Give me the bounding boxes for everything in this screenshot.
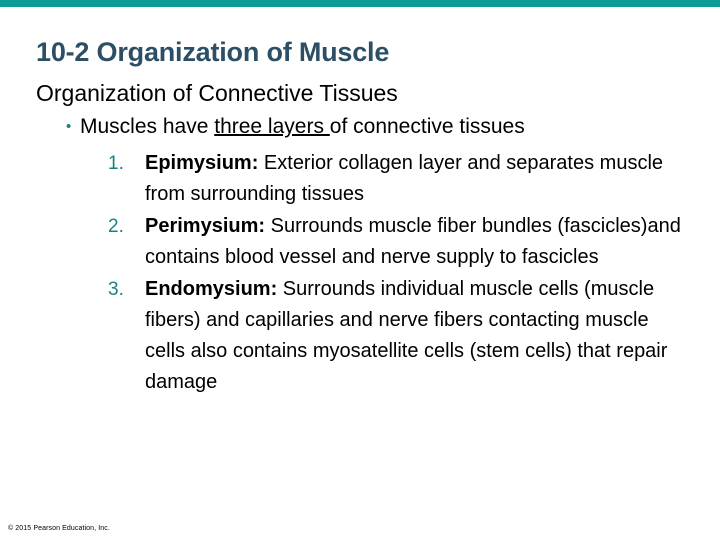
numbered-list: 1. Epimysium: Exterior collagen layer an…	[0, 148, 720, 398]
list-item-number: 1.	[108, 153, 124, 175]
list-item: 2. Perimysium: Surrounds muscle fiber bu…	[108, 211, 720, 273]
bullet-text-trailing: of connective tissues	[329, 115, 525, 139]
slide-accent-band	[0, 0, 720, 7]
list-item-text: Endomysium: Surrounds individual muscle …	[145, 274, 693, 398]
list-item-number: 3.	[108, 279, 124, 301]
list-item-number: 2.	[108, 216, 124, 238]
bullet-text-leading: Muscles have	[80, 115, 215, 139]
list-item: 3. Endomysium: Surrounds individual musc…	[108, 274, 720, 398]
bullet-item-text: Muscles have three layers of connective …	[80, 112, 525, 142]
list-item-text: Epimysium: Exterior collagen layer and s…	[145, 148, 693, 210]
bullet-text-emphasis: three layers	[214, 115, 330, 139]
bullet-dot-icon: •	[66, 118, 72, 136]
section-subheading: Organization of Connective Tissues	[36, 80, 398, 106]
list-item-term: Epimysium:	[145, 152, 259, 175]
list-item-description: Surrounds individual muscle cells (muscl…	[145, 278, 668, 394]
list-item-description: Exterior collagen layer and separates mu…	[145, 152, 664, 206]
page-title: 10-2 Organization of Muscle	[36, 37, 390, 68]
list-item: 1. Epimysium: Exterior collagen layer an…	[108, 148, 720, 210]
list-item-term: Perimysium:	[145, 215, 266, 238]
list-item-description: Surrounds muscle fiber bundles (fascicle…	[145, 215, 681, 269]
slide-body: Organization of Connective Tissues • Mus…	[0, 78, 720, 399]
list-item-term: Endomysium:	[145, 278, 278, 301]
copyright-footer: © 2015 Pearson Education, Inc.	[8, 525, 110, 532]
bullet-list-item: • Muscles have three layers of connectiv…	[0, 112, 720, 142]
list-item-text: Perimysium: Surrounds muscle fiber bundl…	[145, 211, 693, 273]
